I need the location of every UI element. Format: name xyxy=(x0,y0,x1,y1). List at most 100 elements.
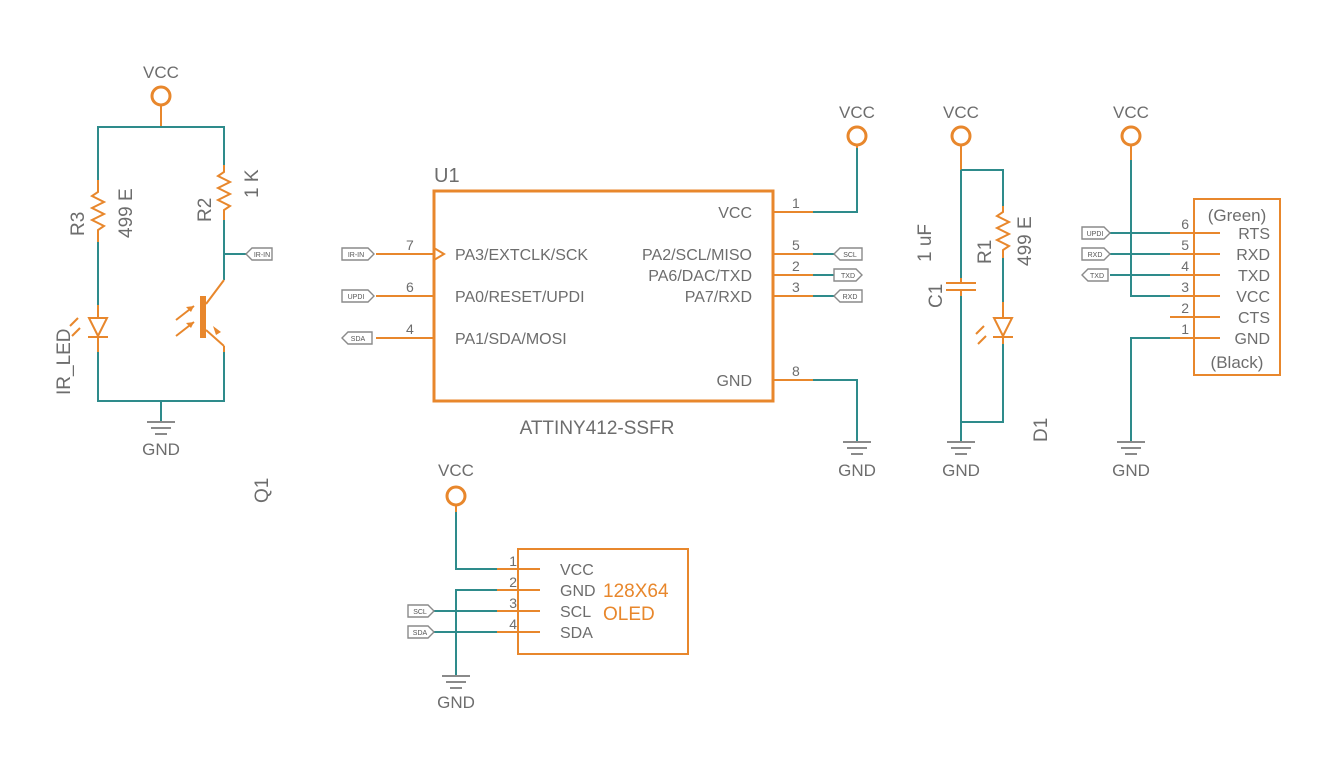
oled-label-1: 128X64 xyxy=(603,581,669,602)
oled-body xyxy=(517,548,689,655)
oled-label-2: OLED xyxy=(603,604,655,625)
ftdi-body xyxy=(1193,198,1281,376)
pin-8-num: 8 xyxy=(792,363,800,379)
ftdi-connector: VCC (Green) (Black) 6 RTS UPDI 5 RXD RXD… xyxy=(1081,103,1281,480)
c1-value: 1 uF xyxy=(915,224,936,262)
pin-2-num: 2 xyxy=(792,258,800,274)
svg-text:GND: GND xyxy=(560,583,596,600)
vcc-symbol xyxy=(150,85,172,107)
vcc-label: VCC xyxy=(143,63,179,82)
svg-text:SCL: SCL xyxy=(413,609,427,616)
svg-text:6: 6 xyxy=(1181,216,1189,232)
u1-ref: U1 xyxy=(434,165,460,187)
svg-text:SDA: SDA xyxy=(413,630,428,637)
txd-port-u1 xyxy=(833,268,863,282)
pin-7-num: 7 xyxy=(406,237,414,253)
pin-4-num: 4 xyxy=(406,321,414,337)
svg-text:4: 4 xyxy=(1181,258,1189,274)
updi-port-ftdi xyxy=(1081,226,1111,240)
pin-2-name: PA6/DAC/TXD xyxy=(648,268,752,285)
svg-text:3: 3 xyxy=(1181,279,1189,295)
pin-3-num: 3 xyxy=(792,279,800,295)
svg-text:3: 3 xyxy=(509,595,517,611)
pin-7-name: PA3/EXTCLK/SCK xyxy=(455,247,588,264)
pin-5-name: PA2/SCL/MISO xyxy=(642,247,752,264)
ir-in-port-u1 xyxy=(341,247,375,261)
svg-text:VCC: VCC xyxy=(1236,289,1270,306)
svg-text:VCC: VCC xyxy=(1113,103,1149,122)
svg-text:5: 5 xyxy=(1181,237,1189,253)
resistor-r2 xyxy=(215,165,233,220)
cap-and-indicator: VCC 1 uF C1 R1 499 E D1 GND xyxy=(915,103,1052,480)
svg-text:1: 1 xyxy=(1181,321,1189,337)
oled-module: VCC 128X64 OLED 1 VCC 2 GND 3 SCL SCL 4 … xyxy=(407,461,689,712)
ftdi-bottom-label: (Black) xyxy=(1211,353,1264,372)
r1-ref: R1 xyxy=(975,240,996,264)
d1-ref: D1 xyxy=(1031,418,1052,442)
svg-text:TXD: TXD xyxy=(1238,268,1270,285)
scl-port-oled xyxy=(407,604,435,618)
pin-4-name: PA1/SDA/MOSI xyxy=(455,331,567,348)
mcu-vcc-label: VCC xyxy=(839,103,875,122)
ir-in-tag: IR-IN xyxy=(254,252,270,259)
svg-text:SDA: SDA xyxy=(560,625,593,642)
svg-text:RTS: RTS xyxy=(1238,226,1270,243)
svg-text:4: 4 xyxy=(509,616,517,632)
svg-text:SDA: SDA xyxy=(351,336,366,343)
pin-8-name: GND xyxy=(716,373,752,390)
pin-6-num: 6 xyxy=(406,279,414,295)
r3-value: 499 E xyxy=(116,188,137,238)
rxd-port-u1 xyxy=(833,289,863,303)
svg-text:2: 2 xyxy=(1181,300,1189,316)
sda-port-u1 xyxy=(341,331,373,345)
pin-5-num: 5 xyxy=(792,237,800,253)
q1-ref: Q1 xyxy=(252,478,273,503)
svg-text:SCL: SCL xyxy=(843,252,857,259)
pin-3-name: PA7/RXD xyxy=(685,289,752,306)
led-ref: IR_LED xyxy=(54,328,75,395)
svg-text:GND: GND xyxy=(1234,331,1270,348)
pin-1-num: 1 xyxy=(792,195,800,211)
r2-value: 1 K xyxy=(242,169,263,198)
mcu-gnd-label: GND xyxy=(838,461,876,480)
svg-text:RXD: RXD xyxy=(1236,247,1270,264)
svg-text:UPDI: UPDI xyxy=(1087,231,1104,238)
mcu-u1: U1 ATTINY412-SSFR 7 PA3/EXTCLK/SCK IR-IN… xyxy=(341,103,876,480)
mcu-part: ATTINY412-SSFR xyxy=(520,418,675,439)
rxd-port-ftdi xyxy=(1081,247,1111,261)
r1-value: 499 E xyxy=(1015,216,1036,266)
txd-port-ftdi xyxy=(1081,268,1109,282)
svg-text:GND: GND xyxy=(1112,461,1150,480)
r2-ref: R2 xyxy=(195,198,216,222)
ftdi-top-label: (Green) xyxy=(1208,206,1267,225)
ir-in-port xyxy=(245,247,273,261)
svg-text:TXD: TXD xyxy=(841,273,855,280)
sda-port-oled xyxy=(407,625,435,639)
phototransistor-q1 xyxy=(175,279,225,352)
ir-led xyxy=(69,305,109,352)
svg-text:GND: GND xyxy=(437,693,475,712)
svg-text:RXD: RXD xyxy=(843,294,858,301)
svg-text:TXD: TXD xyxy=(1090,273,1104,280)
scl-port-u1 xyxy=(833,247,863,261)
resistor-r3 xyxy=(89,180,107,242)
svg-text:VCC: VCC xyxy=(943,103,979,122)
svg-text:IR-IN: IR-IN xyxy=(348,252,364,259)
gnd-label: GND xyxy=(142,440,180,459)
svg-text:RXD: RXD xyxy=(1088,252,1103,259)
c1-ref: C1 xyxy=(926,284,947,308)
svg-text:CTS: CTS xyxy=(1238,310,1270,327)
pin-6-name: PA0/RESET/UPDI xyxy=(455,289,585,306)
resistor-r1 xyxy=(994,206,1012,258)
updi-port-u1 xyxy=(341,289,375,303)
pin-1-name: VCC xyxy=(718,205,752,222)
ir-sensor-circuit: VCC R3 499 E IR_LED GND R2 1 K I xyxy=(54,63,273,503)
svg-text:VCC: VCC xyxy=(560,562,594,579)
r3-ref: R3 xyxy=(68,212,89,236)
svg-text:1: 1 xyxy=(509,553,517,569)
svg-text:GND: GND xyxy=(942,461,980,480)
svg-text:2: 2 xyxy=(509,574,517,590)
svg-text:SCL: SCL xyxy=(560,604,591,621)
svg-text:VCC: VCC xyxy=(438,461,474,480)
